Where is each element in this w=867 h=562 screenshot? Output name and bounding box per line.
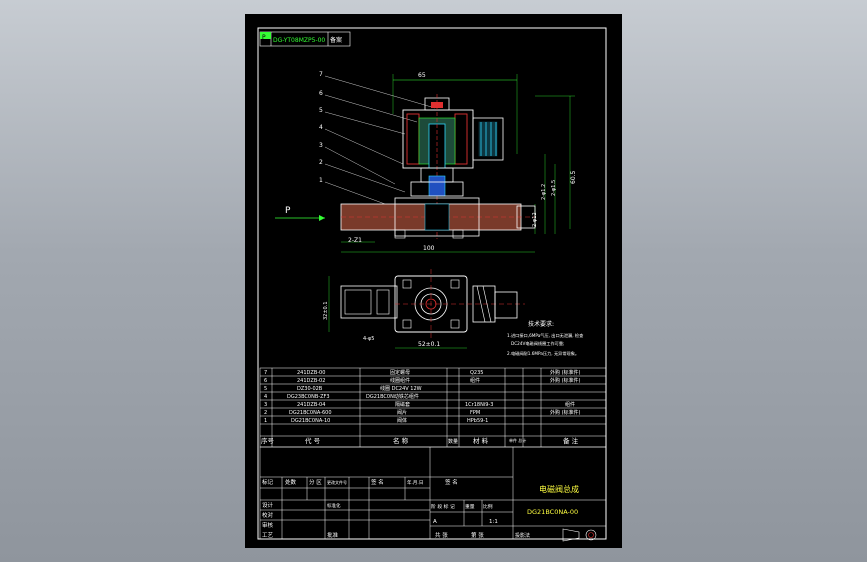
tb-scale: 1:1 bbox=[489, 519, 498, 525]
header-no: 序号 bbox=[261, 436, 275, 445]
part-code-4: DG23BC0NB-ZF3 bbox=[287, 394, 330, 400]
tech-notes-line2: DC24V电磁阀线圈工作可靠; bbox=[511, 340, 564, 347]
dim-width-top: 65 bbox=[418, 72, 426, 79]
tb-design: 设计 bbox=[262, 501, 274, 509]
part-material-1: HPb59-1 bbox=[467, 418, 488, 424]
dim-bottom: 52±0.1 bbox=[418, 341, 440, 348]
dim-height-total: 60.5 bbox=[570, 170, 577, 184]
stamp-note: 备案 bbox=[330, 36, 342, 44]
part-remark-3: 组件 bbox=[565, 401, 575, 408]
part-code-3: 241DZB-04 bbox=[297, 402, 325, 408]
balloon-7: 7 bbox=[319, 71, 323, 78]
part-material-7: Q235 bbox=[470, 370, 483, 376]
tech-notes: 技术要求: 1.进口接口,6MPa气压, 出口无泄漏, 检查 DC24V电磁阀线… bbox=[507, 320, 584, 357]
tech-notes-heading: 技术要求: bbox=[528, 320, 554, 328]
part-code-7: 241DZB-00 bbox=[297, 370, 325, 376]
part-code-2: DG21BC0NA-600 bbox=[289, 410, 332, 416]
tb-sheet: 第 张 bbox=[471, 531, 484, 539]
tb-standard: 标准化 bbox=[327, 502, 341, 509]
tb-stage-mark: 阶 段 标 记 bbox=[431, 503, 455, 510]
tb-total: 共 张 bbox=[435, 531, 448, 539]
balloon-1: 1 bbox=[319, 177, 323, 184]
part-no-1: 1 bbox=[264, 418, 267, 424]
bottom-view: 32±0.1 52±0.1 4-φ5 bbox=[323, 269, 525, 349]
header-code: 代 号 bbox=[305, 436, 321, 445]
title-block: 标记 处数 分 区 更改文件号 签 名 年.月.日 签 名 设计 校对 审核 工… bbox=[259, 446, 607, 542]
stamp-code: P bbox=[262, 34, 266, 41]
drawing-sheet: P DG-YT08MZP5-00 备案 65 60.5 2-φ1.2 2-φ1.… bbox=[245, 14, 622, 548]
part-no-4: 4 bbox=[264, 394, 267, 400]
part-name-2: 阀片 bbox=[397, 409, 407, 416]
front-view: 65 60.5 2-φ1.2 2-φ1.5 2-φ12 bbox=[275, 71, 577, 253]
tb-sign2: 签 名 bbox=[445, 478, 458, 486]
dim-small-1: 2-φ1.2 bbox=[541, 184, 547, 200]
balloon-3: 3 bbox=[319, 142, 323, 149]
stamp-block: P DG-YT08MZP5-00 备案 bbox=[259, 31, 351, 47]
part-name-7: 固定螺母 bbox=[390, 369, 410, 376]
part-no-3: 3 bbox=[264, 402, 267, 408]
header-name: 名 称 bbox=[393, 436, 409, 445]
header-weight: 单件 总计 bbox=[509, 437, 526, 443]
balloon-5: 5 bbox=[319, 107, 323, 114]
tb-drawing-no: DG21BC0NA-00 bbox=[527, 508, 578, 516]
tb-zone: 分 区 bbox=[309, 478, 322, 486]
parts-list: 7 6 5 4 3 2 1 241DZB-00 241DZB-02 DZ30-0… bbox=[259, 367, 607, 448]
dim-small-2: 2-φ1.5 bbox=[551, 180, 557, 196]
tb-process: 工艺 bbox=[262, 532, 274, 539]
projection-symbol bbox=[562, 528, 597, 542]
balloon-2: 2 bbox=[319, 159, 323, 166]
tb-review: 审核 bbox=[262, 521, 274, 529]
part-no-6: 6 bbox=[264, 378, 267, 384]
balloon-4: 4 bbox=[319, 124, 323, 131]
header-remark: 备 注 bbox=[563, 436, 579, 445]
part-code-6: 241DZB-02 bbox=[297, 378, 325, 384]
dim-hole: 4-φ5 bbox=[363, 336, 374, 342]
tb-scale-label: 比例 bbox=[483, 503, 493, 510]
tb-mark: 标记 bbox=[262, 478, 274, 486]
part-material-2: FPM bbox=[470, 410, 480, 416]
dim-length: 100 bbox=[423, 245, 435, 252]
part-name-6: 线圈组件 bbox=[390, 377, 410, 384]
tb-proj: 投影法 bbox=[515, 532, 530, 539]
tb-sign: 签 名 bbox=[371, 478, 384, 486]
part-material-6: 组件 bbox=[470, 377, 480, 384]
balloon-6: 6 bbox=[319, 90, 323, 97]
drawing-canvas: P DG-YT08MZP5-00 备案 65 60.5 2-φ1.2 2-φ1.… bbox=[257, 27, 607, 542]
tb-count: 处数 bbox=[285, 478, 297, 486]
tb-date: 年.月.日 bbox=[407, 479, 423, 486]
tb-approve: 批准 bbox=[327, 531, 339, 539]
part-name-3: 隔磁套 bbox=[395, 401, 410, 408]
dim-side: 32±0.1 bbox=[323, 301, 329, 320]
part-no-5: 5 bbox=[264, 386, 267, 392]
header-qty: 数量 bbox=[448, 438, 458, 445]
part-name-1: 阀体 bbox=[397, 417, 407, 424]
part-code-1: DG21BC0NA-10 bbox=[291, 418, 330, 424]
tb-check: 校对 bbox=[262, 511, 274, 519]
part-name-4: DG21BC0N动铁芯组件 bbox=[366, 393, 419, 400]
part-code-5: DZ30-02B bbox=[297, 386, 323, 392]
tb-change-doc: 更改文件号 bbox=[327, 479, 347, 485]
part-remark-7: 外购 (标准件) bbox=[550, 369, 581, 376]
tech-notes-line1: 1.进口接口,6MPa气压, 出口无泄漏, 检查 bbox=[507, 332, 584, 339]
part-no-2: 2 bbox=[264, 410, 267, 416]
part-no-7: 7 bbox=[264, 370, 267, 376]
tech-notes-line3: 2.电磁阀耐1.6MPa压力, 无异常现象。 bbox=[507, 350, 579, 357]
flow-label: P bbox=[285, 206, 291, 216]
part-name-5: 线圈 DC24V 12W bbox=[380, 385, 422, 392]
dim-thread-left: 2-Z1 bbox=[348, 237, 362, 244]
header-material: 材 料 bbox=[473, 436, 489, 445]
stamp-drawing-no: DG-YT08MZP5-00 bbox=[273, 37, 325, 44]
tb-stage: A bbox=[433, 519, 437, 525]
part-remark-2: 外购 (标准件) bbox=[550, 409, 581, 416]
tb-weight: 重量 bbox=[465, 503, 475, 510]
part-material-3: 1Cr18Ni9-3 bbox=[465, 402, 493, 408]
part-remark-6: 外购 (标准件) bbox=[550, 377, 581, 384]
tb-title: 电磁阀总成 bbox=[539, 484, 579, 494]
